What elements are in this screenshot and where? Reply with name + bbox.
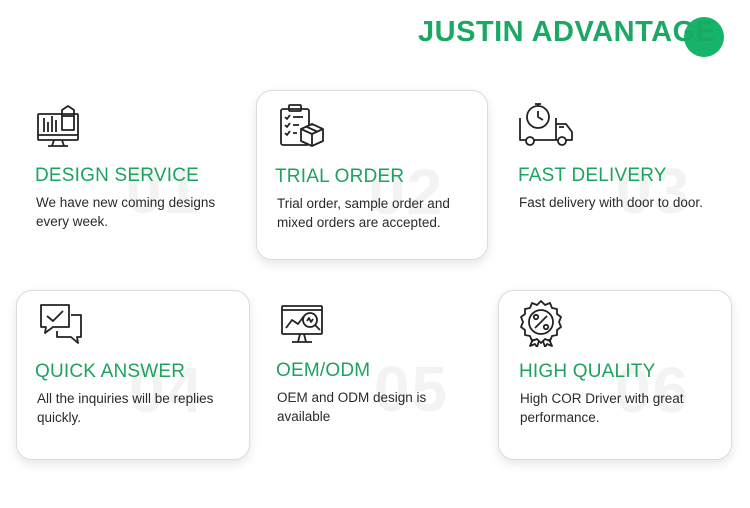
delivery-truck-icon (516, 100, 576, 148)
design-monitor-icon (34, 102, 82, 150)
advantage-card-design-service: 01 DESIGN SERVICE We have new coming des… (16, 92, 248, 262)
clipboard-box-icon (277, 101, 325, 149)
advantage-card-oem-odm: 05 OEM/ODM OEM and ODM design is availab… (258, 292, 490, 462)
advantage-card-quick-answer: 04 QUICK ANSWER All the inquiries will b… (16, 290, 250, 460)
page-header: JUSTIN ADVANTAGE (418, 14, 738, 64)
card-title: TRIAL ORDER (275, 166, 405, 187)
card-number-watermark: 04 (129, 354, 205, 426)
card-number-watermark: 06 (615, 354, 691, 426)
card-title: HIGH QUALITY (519, 361, 656, 382)
advantage-card-fast-delivery: 03 FAST DELIVERY Fast delivery with door… (500, 92, 732, 262)
card-number-watermark: 05 (374, 353, 450, 425)
title-accent-dot (684, 17, 724, 57)
monitor-analysis-icon (278, 300, 326, 348)
card-description: We have new coming designs every week. (36, 195, 216, 229)
card-number-watermark: 02 (369, 156, 445, 228)
advantage-card-trial-order: 02 TRIAL ORDER Trial order, sample order… (256, 90, 488, 260)
card-title: QUICK ANSWER (35, 361, 186, 382)
chat-check-icon (37, 301, 85, 349)
card-number-watermark: 03 (616, 155, 692, 227)
card-description: All the inquiries will be replies quickl… (37, 391, 214, 425)
quality-badge-icon (517, 299, 565, 347)
card-description: High COR Driver with great performance. (520, 391, 684, 425)
card-number-watermark: 01 (126, 155, 202, 227)
page-title: JUSTIN ADVANTAGE (418, 16, 716, 48)
card-title: DESIGN SERVICE (35, 165, 199, 186)
card-description: Trial order, sample order and mixed orde… (277, 196, 450, 230)
card-description: OEM and ODM design is available (277, 390, 427, 424)
advantage-card-high-quality: 06 HIGH QUALITY High COR Driver with gre… (498, 290, 732, 460)
card-title: FAST DELIVERY (518, 165, 667, 186)
card-title: OEM/ODM (276, 360, 371, 381)
card-description: Fast delivery with door to door. (519, 195, 703, 210)
